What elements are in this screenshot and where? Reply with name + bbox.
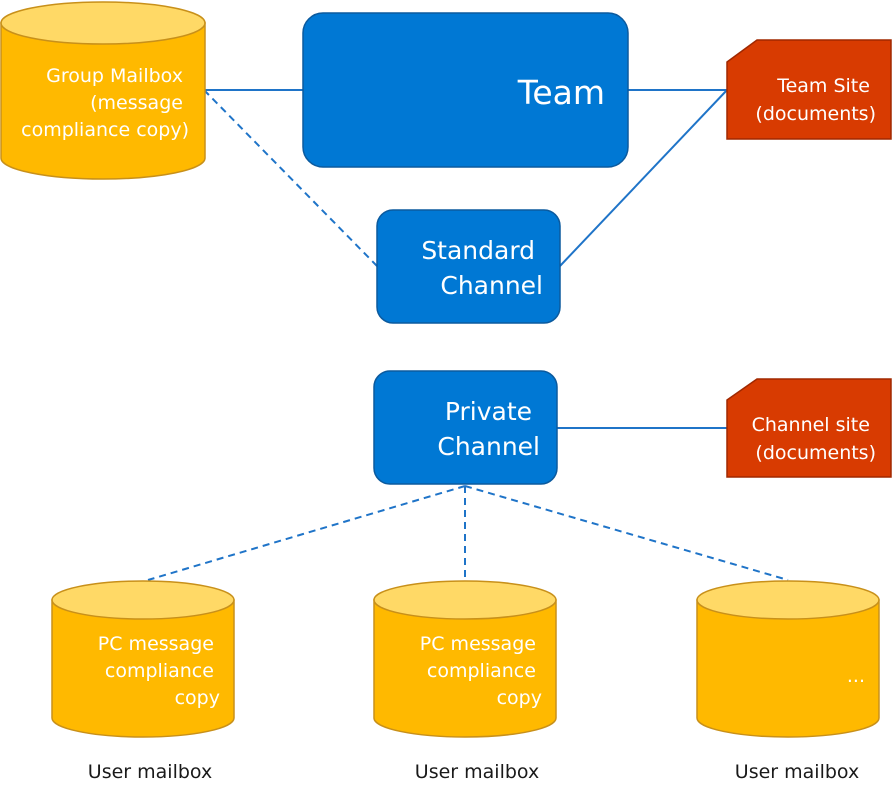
standard-channel-box <box>376 209 561 324</box>
group-mailbox-label-line2: (message <box>90 92 183 114</box>
svg-text:...: ... <box>847 665 865 687</box>
connector-private-channel-user-mailbox-3 <box>464 485 789 581</box>
user-mailbox-2-label-line1: PC message <box>420 633 536 655</box>
connector-standard-channel-team-site <box>559 89 728 267</box>
user-mailbox-3-top <box>696 580 880 620</box>
user-mailbox-2-caption: User mailbox <box>415 761 539 783</box>
user-mailbox-1-caption: User mailbox <box>88 761 212 783</box>
group-mailbox-label-line1: Group Mailbox <box>46 65 183 87</box>
team-site-shape <box>726 39 892 140</box>
standard-channel-label-line1: Standard <box>421 236 535 265</box>
private-channel-box <box>373 370 558 485</box>
connectors <box>147 89 789 581</box>
connector-group-mailbox-standard-channel <box>203 89 378 267</box>
svg-text:Channel site (documents): Channel site (documents) <box>752 414 876 464</box>
user-mailbox-2-body <box>373 599 557 738</box>
svg-text:Team Site (documents): Team Site (documents) <box>755 75 876 125</box>
team-site-label-line1: Team Site <box>776 75 870 97</box>
group-mailbox-body <box>0 22 206 180</box>
team-site-label-line2: (documents) <box>755 103 876 125</box>
user-mailbox-1: PC message compliance copy User mailbox <box>51 580 235 783</box>
channel-site-label-line1: Channel site <box>752 414 870 436</box>
channel-site-shape <box>726 378 892 478</box>
connector-private-channel-user-mailbox-1 <box>147 485 466 581</box>
user-mailbox-1-top <box>51 580 235 620</box>
team-site-node: Team Site (documents) <box>726 39 892 140</box>
svg-text:Group Mailbox (message: Group Mailbox (message compliance copy) <box>21 65 189 141</box>
user-mailbox-2-top <box>373 580 557 620</box>
svg-text:PC message compliance: PC message compliance copy <box>98 633 220 709</box>
team-label: Team <box>517 73 605 112</box>
group-mailbox-label-line3: compliance copy) <box>21 119 189 141</box>
user-mailbox-2-label-line3: copy <box>497 687 542 709</box>
user-mailbox-1-body <box>51 599 235 738</box>
user-mailbox-1-label-line2: compliance <box>105 660 214 682</box>
team-box <box>302 12 629 168</box>
svg-text:PC message compliance: PC message compliance copy <box>420 633 542 709</box>
user-mailbox-1-label-line1: PC message <box>98 633 214 655</box>
user-mailbox-3-body <box>696 599 880 738</box>
svg-text:Private Channel: Private Channel <box>437 397 540 461</box>
channel-site-node: Channel site (documents) <box>726 378 892 478</box>
user-mailbox-3-caption: User mailbox <box>735 761 859 783</box>
group-mailbox-top <box>0 1 206 45</box>
standard-channel-label-line2: Channel <box>440 271 543 300</box>
user-mailbox-3: ... User mailbox <box>696 580 880 783</box>
standard-channel-node: Standard Channel <box>376 209 561 324</box>
private-channel-label-line1: Private <box>445 397 532 426</box>
user-mailbox-1-label-line3: copy <box>175 687 220 709</box>
group-mailbox: Group Mailbox (message compliance copy) <box>0 1 206 180</box>
svg-text:Standard Channel: Standard Channel <box>421 236 543 300</box>
private-channel-node: Private Channel <box>373 370 558 485</box>
private-channel-label-line2: Channel <box>437 432 540 461</box>
channel-site-label-line2: (documents) <box>755 442 876 464</box>
team-node: Team <box>302 12 629 168</box>
user-mailbox-2-label-line2: compliance <box>427 660 536 682</box>
user-mailbox-2: PC message compliance copy User mailbox <box>373 580 557 783</box>
user-mailbox-3-label-line3: ... <box>847 665 865 687</box>
